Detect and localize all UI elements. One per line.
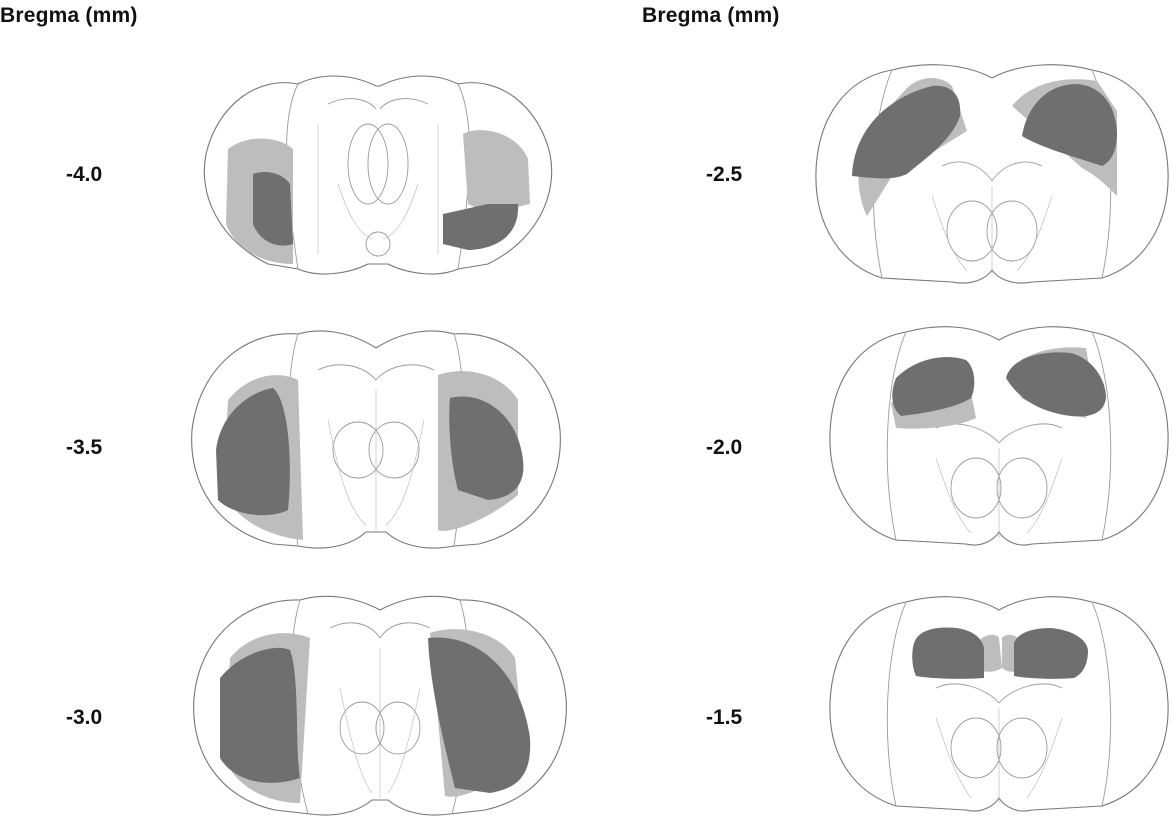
bregma-level-label: -1.5: [706, 706, 743, 729]
bregma-level-label: -2.5: [706, 163, 743, 186]
projection-region-dark: [253, 172, 293, 246]
bregma-header-left: Bregma (mm): [0, 4, 138, 27]
projection-region-dark: [1006, 352, 1106, 417]
projection-region-dark: [216, 388, 290, 516]
projection-region-dark: [1022, 84, 1117, 166]
brain-section-minus-2-5: [812, 56, 1172, 290]
bregma-level-label: -2.0: [706, 436, 743, 459]
projection-region-dark: [428, 637, 531, 793]
bregma-header-right: Bregma (mm): [642, 4, 780, 27]
projection-region-dark: [892, 357, 975, 416]
brain-section-minus-1-5: [826, 588, 1172, 816]
projection-region-dark: [1014, 628, 1088, 679]
projection-region-dark: [449, 396, 524, 500]
bregma-level-label: -4.0: [66, 163, 103, 186]
projection-region-dark: [912, 627, 984, 679]
brain-section-minus-2-0: [826, 318, 1172, 550]
projection-region-dark: [220, 647, 300, 783]
projection-region-light: [463, 130, 530, 214]
brain-section-minus-3-5: [188, 320, 564, 556]
bregma-level-label: -3.5: [66, 436, 103, 459]
bregma-level-label: -3.0: [66, 706, 103, 729]
brain-section-minus-3-0: [190, 588, 570, 820]
projection-region-dark: [443, 204, 519, 250]
projection-region-dark: [852, 85, 961, 179]
brain-section-minus-4-0: [198, 64, 558, 282]
